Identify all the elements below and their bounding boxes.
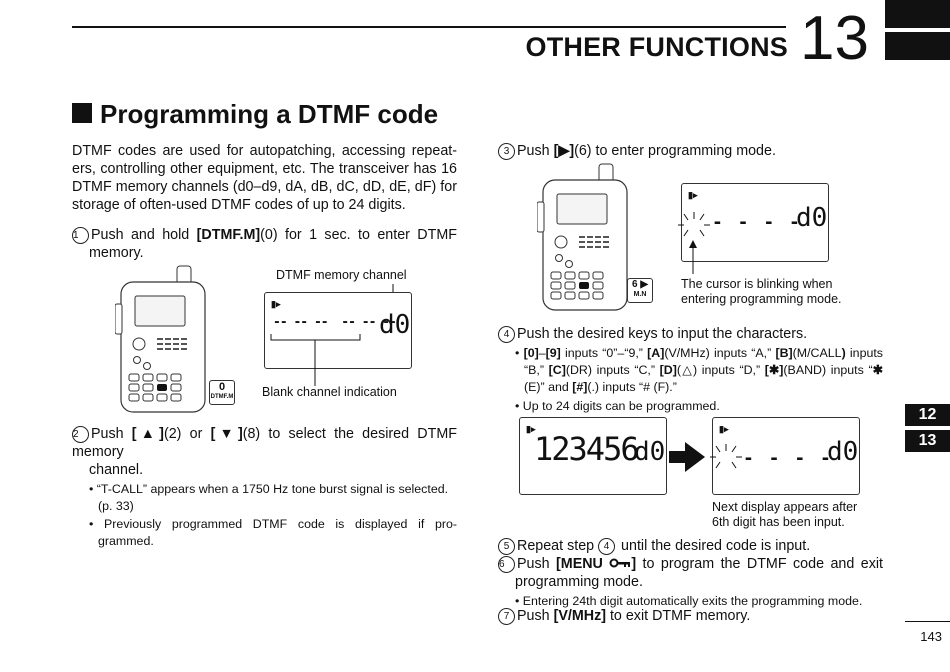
side-tab-13[interactable]: 13: [905, 430, 950, 452]
lcd-display-step1: ▮▸ -- -- -- -- -- -- d0: [264, 292, 412, 369]
step-number: 6: [498, 556, 515, 573]
header-tab-upper: [885, 0, 950, 28]
callout-cursor-blinking: The cursor is blinking when entering pro…: [681, 277, 842, 306]
step-number: 2: [72, 426, 89, 443]
bullet-auto-exit: Entering 24th digit automatically exits …: [498, 593, 883, 610]
key-0-dtmf-m-icon: 0 DTMF.M: [209, 380, 235, 405]
square-bullet-icon: [72, 103, 92, 123]
step-number: 1: [72, 227, 89, 244]
header-rule: [72, 26, 786, 28]
intro-line: ers, controlling other equipment, etc. T…: [72, 161, 457, 177]
transceiver-illustration: [537, 163, 628, 311]
intro-line: DTMF codes are used for autopatching, ac…: [72, 143, 457, 159]
transceiver-illustration: [115, 265, 206, 413]
bracket-indicator: [270, 334, 361, 386]
lcd-dashes: - - - -: [743, 448, 833, 469]
lcd-channel: d0: [379, 310, 411, 340]
lcd-display-digits: ▮▸ 123456 d0: [519, 417, 667, 495]
key-v-mhz: [V/MHz]: [553, 608, 606, 624]
bullet-key-inputs: [0]–[9] inputs “0”–“9,” [A](V/MHz) input…: [515, 345, 883, 362]
lcd-dashes: - - - -: [712, 212, 802, 233]
key-right: [▶]: [553, 143, 575, 159]
lcd-display-next: ▮▸ - - - - d0: [712, 417, 860, 495]
callout-blank-channel: Blank channel indication: [262, 385, 397, 399]
lcd-dashes: -- -- -- -- -- --: [273, 315, 397, 330]
key-dtmf-m: [DTMF.M]: [196, 227, 261, 243]
side-tab-12[interactable]: 12: [905, 404, 950, 426]
page-number: 143: [920, 629, 942, 644]
lcd-display-step3: ▮▸ - - - - d0: [681, 183, 829, 262]
lcd-channel: d0: [827, 437, 859, 467]
chapter-title: OTHER FUNCTIONS: [525, 32, 788, 62]
lcd-channel: d0: [634, 437, 666, 467]
key-6-mn-icon: 6 ▶ M.N: [627, 278, 653, 303]
battery-icon: ▮▸: [271, 299, 281, 309]
key-lock-icon: [609, 558, 631, 568]
step-number: 3: [498, 143, 515, 160]
step-reference: 4: [598, 538, 616, 555]
battery-icon: ▮▸: [719, 424, 729, 434]
bullet-24-digits: Up to 24 digits can be programmed.: [515, 398, 883, 415]
key-menu: [MENU ]: [556, 556, 637, 572]
battery-icon: ▮▸: [526, 424, 536, 434]
intro-paragraph: DTMF codes are used for autopatching, ac…: [72, 142, 457, 214]
intro-line: DTMF memory channels (d0–d9, dA, dB, dC,…: [72, 179, 457, 195]
battery-icon: ▮▸: [688, 190, 698, 200]
blinking-cursor-icon: [710, 444, 742, 469]
blinking-cursor-icon: [678, 212, 710, 237]
intro-line: storage of often-used DTMF codes of up t…: [72, 197, 406, 213]
step-number: 5: [498, 538, 515, 555]
section-title: Programming a DTMF code: [72, 99, 438, 130]
right-arrow-icon: [669, 442, 705, 472]
bullet-t-call: “T-CALL” appears when a 1750 Hz tone bur…: [89, 481, 457, 498]
lcd-channel: d0: [796, 203, 828, 233]
lcd-digits: 123456: [534, 430, 640, 468]
header-tab-lower: [885, 32, 950, 60]
callout-dtmf-memory-channel: DTMF memory channel: [276, 268, 407, 282]
cursor-arrow: [689, 240, 697, 274]
callout-next-display: Next display appears after 6th digit has…: [712, 500, 858, 529]
bullet-previous-code: Previously programmed DTMF code is displ…: [89, 516, 457, 533]
key-down: [▼]: [210, 426, 243, 442]
footer-rule: [905, 621, 950, 622]
step-number: 7: [498, 608, 515, 625]
step-number: 4: [498, 326, 515, 343]
chapter-number: 13: [800, 4, 869, 73]
key-up: [▲]: [131, 426, 164, 442]
